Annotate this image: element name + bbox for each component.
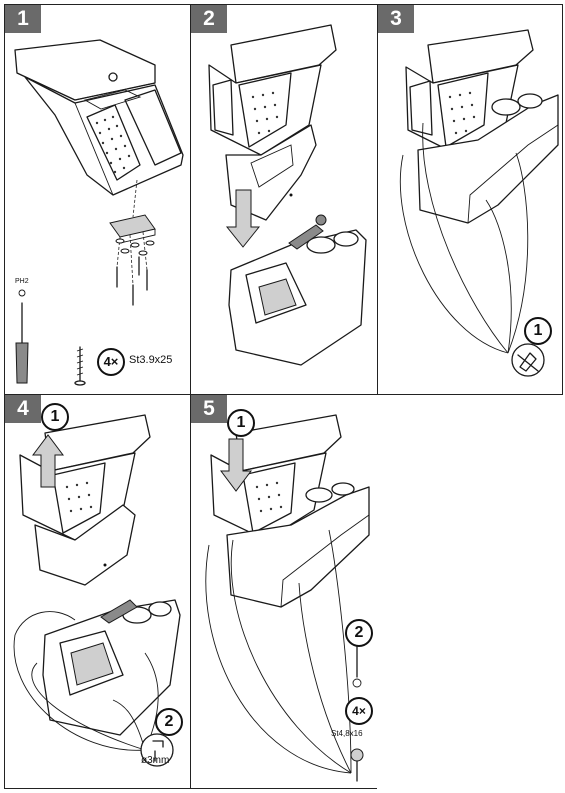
step-number-badge: 2 [191, 5, 227, 33]
armrest-removal-illustration [13, 414, 181, 767]
step-number-badge: 1 [5, 5, 41, 33]
drill-size-label: ø3mm [141, 755, 170, 766]
step-1-panel: 1 [4, 4, 191, 395]
step-callout-2: 2 [345, 619, 373, 647]
step-number-badge: 4 [5, 395, 41, 423]
step-2-panel: 2 [190, 4, 378, 395]
step-number-badge: 3 [378, 5, 414, 33]
screw-spec-label: St3.9x25 [129, 354, 173, 366]
step-callout-1: 1 [227, 409, 255, 437]
step-callout-2: 2 [155, 708, 183, 736]
armrest-mounted-illustration [399, 29, 559, 377]
armrest-final-fixing-illustration [205, 414, 370, 782]
step-4-panel: 4 [4, 394, 191, 789]
armrest-exploded-illustration [14, 39, 184, 386]
screw-spec-label: St4,8x16 [331, 729, 363, 738]
step-5-panel: 5 1 2 [190, 394, 378, 789]
screw-count-badge: 4× [345, 697, 373, 725]
step-number-badge: 5 [191, 395, 227, 423]
step-3-panel: 3 1 [377, 4, 563, 395]
screwdriver-size-label: PH2 [15, 278, 29, 285]
armrest-lowering-illustration [208, 24, 367, 366]
instruction-sheet: 1 [4, 4, 563, 789]
step-callout-1: 1 [524, 317, 552, 345]
step-callout-1: 1 [41, 403, 69, 431]
empty-panel [377, 394, 563, 789]
screw-count-badge: 4× [97, 348, 125, 376]
